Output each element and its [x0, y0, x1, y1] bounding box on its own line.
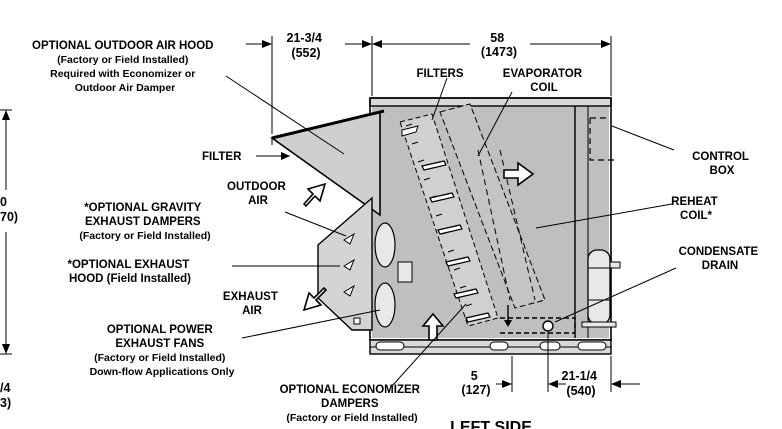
- supply-air-arrow: [503, 161, 535, 187]
- dim-arrow: [362, 40, 372, 48]
- reheat-coil-label: REHEAT COIL*: [671, 196, 721, 222]
- view-title: LEFT SIDE: [450, 419, 532, 429]
- leader-control-box: [611, 125, 675, 151]
- compressor-base: [581, 321, 617, 328]
- compressor-fitting: [609, 261, 621, 269]
- rail-slot: [539, 341, 561, 351]
- dim-arrow: [601, 40, 611, 48]
- return-air-arrow: [421, 312, 445, 341]
- exhaust-fan-lower: [374, 282, 396, 328]
- drain-offset-dimension: 5 (127): [461, 369, 490, 397]
- rail-slot: [375, 341, 405, 351]
- leader-power-exhaust: [241, 309, 381, 339]
- condensate-drain-label: CONDENSATE DRAIN: [679, 246, 762, 272]
- exhaust-hood-label: *OPTIONAL EXHAUST HOOD (Field Installed): [67, 259, 192, 285]
- gravity-damper-blades: [343, 232, 356, 297]
- leader-gravity-dampers: [284, 211, 347, 237]
- filter-fin: [401, 125, 419, 137]
- leader-condensate-drain: [554, 267, 677, 323]
- hood-fastener: [353, 317, 361, 325]
- condensate-drain-fitting: [542, 320, 554, 332]
- filter-leader-arrow: [281, 152, 290, 160]
- leader-economizer: [391, 303, 467, 387]
- compressor-shell: [587, 249, 611, 325]
- control-box-outline: [589, 117, 615, 161]
- filter-label: FILTER: [202, 151, 242, 163]
- leader-reheat-coil: [535, 203, 673, 229]
- economizer-dampers-label: OPTIONAL ECONOMIZER DAMPERS (Factory or …: [280, 380, 425, 424]
- leader-lines: [225, 75, 677, 387]
- outdoor-air-arrow: [302, 182, 327, 208]
- outdoor-air-hood: [270, 109, 385, 217]
- leader-filters: [431, 77, 448, 121]
- leader-evaporator: [477, 91, 513, 157]
- unit-width-dimension: 58 (1473): [481, 31, 517, 59]
- drain-arrow-head: [504, 320, 512, 327]
- economizer-blades: [421, 160, 491, 323]
- dim-arrow: [372, 40, 382, 48]
- filters-label: FILTERS: [416, 68, 463, 80]
- evaporator-coil-label: EVAPORATOR COIL: [503, 68, 585, 94]
- dim-arrow: [611, 380, 621, 388]
- fan-motor: [397, 261, 413, 283]
- airflow-arrows: [302, 161, 535, 341]
- top-panel: [369, 97, 612, 107]
- gravity-exhaust-dampers-label: *OPTIONAL GRAVITY EXHAUST DAMPERS (Facto…: [79, 198, 210, 242]
- exhaust-hood: [317, 196, 413, 331]
- leader-outdoor-hood: [225, 75, 345, 155]
- dimension-lines: [0, 36, 640, 392]
- dim-arrow: [2, 344, 10, 354]
- dim-arrow: [262, 40, 272, 48]
- exhaust-fan-upper: [374, 222, 396, 268]
- rail-slot: [577, 341, 607, 351]
- dim-arrow: [502, 380, 512, 388]
- hood-shell: [270, 110, 381, 217]
- evaporator-coil-band: [439, 103, 546, 309]
- hood-depth-dimension: 21-3/4 (552): [287, 31, 326, 60]
- labels: OPTIONAL OUTDOOR AIR HOOD (Factory or Fi…: [0, 31, 762, 429]
- exhaust-air-label: EXHAUST AIR: [223, 291, 281, 317]
- power-exhaust-fans-label: OPTIONAL POWER EXHAUST FANS (Factory or …: [90, 320, 235, 378]
- exhaust-air-arrow: [302, 286, 328, 312]
- hood-top-edge: [271, 109, 385, 140]
- drain-pan: [500, 317, 576, 334]
- rail-slot: [489, 341, 509, 351]
- right-offset-dimension: 21-1/4 (540): [562, 369, 601, 398]
- outdoor-air-label: OUTDOOR AIR: [227, 181, 289, 207]
- exhaust-hood-shell: [317, 196, 373, 331]
- compressor: [581, 249, 621, 328]
- dim-arrow: [548, 380, 558, 388]
- bottom-left-dimension-partial: /4 3): [0, 381, 14, 410]
- control-box-label: CONTROL BOX: [692, 151, 752, 177]
- outdoor-air-hood-label: OPTIONAL OUTDOOR AIR HOOD (Factory or Fi…: [32, 36, 218, 94]
- height-dimension-partial: 0 70): [0, 195, 18, 224]
- dim-arrow: [2, 110, 10, 120]
